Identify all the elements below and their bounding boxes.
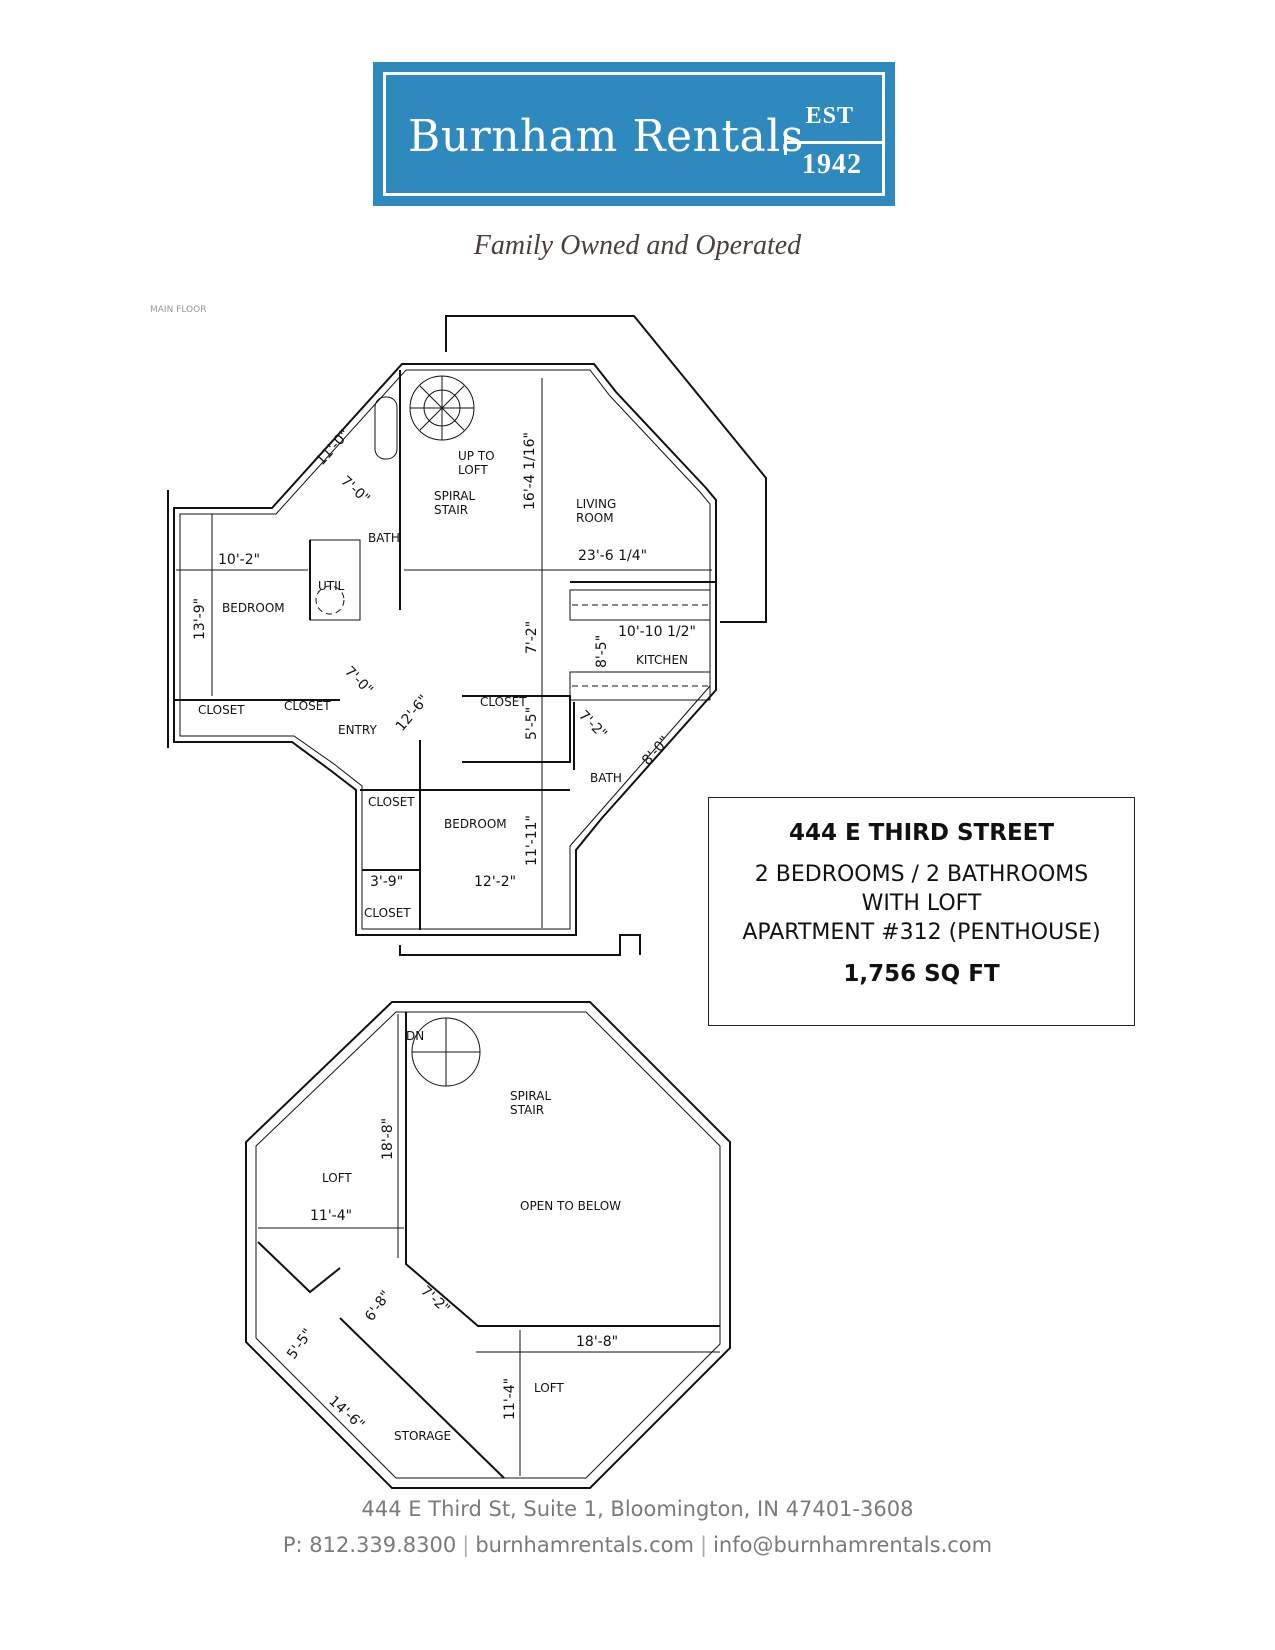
storage-wall [257, 1241, 341, 1294]
label-living: LIVING [576, 497, 616, 511]
company-logo: Burnham Rentals EST 1942 [373, 62, 895, 206]
open-to-below-edge [405, 1012, 720, 1327]
dimension: 11'-0" [313, 427, 353, 469]
dimension: 7'-2" [524, 621, 540, 654]
dimension: 3'-9" [370, 874, 403, 890]
label-bath: BATH [590, 771, 622, 785]
label-bedroom: BEDROOM [222, 601, 285, 615]
label-stair: STAIR [434, 503, 468, 517]
label-open-to-below: OPEN TO BELOW [520, 1199, 621, 1213]
bathtub [374, 396, 398, 460]
dimension: 10'-2" [218, 552, 260, 568]
footer-website-link[interactable]: burnhamrentals.com [475, 1533, 694, 1557]
loft-outline-inner [255, 1011, 721, 1479]
kitchen-counter [569, 671, 711, 701]
dimension: 11'-11" [524, 815, 540, 866]
footer-email-link[interactable]: info@burnhamrentals.com [713, 1533, 993, 1557]
dimension: 11'-4" [502, 1378, 518, 1420]
dimension: 7'-2" [417, 1283, 452, 1317]
dimension: 18'-8" [380, 1118, 396, 1160]
dimension: 8'-5" [594, 635, 610, 668]
property-address: 444 E THIRD STREET [788, 820, 1055, 846]
label-stair: STAIR [510, 1103, 544, 1117]
dimension: 10'-10 1/2" [618, 624, 696, 640]
label-spiral: SPIRAL [510, 1089, 551, 1103]
label-up-to: UP TO [458, 449, 495, 463]
main-outline [173, 363, 717, 936]
label-entry: ENTRY [338, 723, 377, 737]
water-heater [315, 585, 345, 615]
storage-wall [339, 1317, 505, 1479]
footer-contact: P: 812.339.8300|burnhamrentals.com|info@… [0, 1533, 1275, 1557]
balcony-rail [399, 934, 641, 956]
logo-year: 1942 [802, 149, 862, 180]
label-closet: CLOSET [364, 906, 411, 920]
apartment-number: APARTMENT #312 (PENTHOUSE) [742, 920, 1101, 945]
label-room: ROOM [576, 511, 614, 525]
logo-brand-name: Burnham Rentals [408, 111, 804, 162]
dimension: 7'-2" [575, 708, 610, 743]
dimension: 16'-4 1/16" [522, 432, 538, 510]
logo-est: EST [805, 103, 854, 129]
dimension: 8'-0" [639, 733, 673, 768]
logo-border: Burnham Rentals EST 1942 [383, 72, 885, 196]
loft-outline [245, 1001, 731, 1489]
main-floor-plan: MAIN FLOOR UP TO LOFT SPIRAL [150, 305, 767, 956]
label-closet: CLOSET [198, 703, 245, 717]
dimension: 5'-5" [524, 707, 540, 740]
separator: | [462, 1533, 470, 1557]
kitchen-counter [569, 589, 711, 621]
dimension: 7'-0" [337, 473, 372, 507]
label-storage: STORAGE [394, 1429, 451, 1443]
label-spiral: SPIRAL [434, 489, 475, 503]
property-info-box: 444 E THIRD STREET 2 BEDROOMS / 2 BATHRO… [708, 797, 1135, 1026]
label-bedroom: BEDROOM [444, 817, 507, 831]
footer-phone: P: 812.339.8300 [282, 1533, 457, 1557]
deck-outline [445, 315, 767, 623]
util-closet [309, 539, 361, 621]
beds-baths: 2 BEDROOMS / 2 BATHROOMS [754, 862, 1089, 887]
label-bath: BATH [368, 531, 400, 545]
dimension: 6'-8" [362, 1288, 394, 1324]
square-footage: 1,756 SQ FT [843, 961, 1000, 987]
tagline: Family Owned and Operated [473, 230, 802, 261]
closet-wall [462, 695, 571, 763]
dimension: 12'-6" [393, 692, 432, 735]
label-closet: CLOSET [480, 695, 527, 709]
footer-address: 444 E Third St, Suite 1, Bloomington, IN… [361, 1497, 914, 1521]
label-util: UTIL [318, 579, 345, 593]
dimension: 7'-0" [341, 664, 376, 699]
stair-tread [419, 385, 465, 431]
dimension: 12'-2" [474, 874, 516, 890]
label-closet: CLOSET [368, 795, 415, 809]
label-closet: CLOSET [284, 699, 331, 713]
label-loft: LOFT [534, 1381, 564, 1395]
separator: | [699, 1533, 708, 1557]
logo-divider [784, 141, 882, 144]
loft-floor-plan: DN SPIRAL STAIR LOFT OPEN TO BELOW LOFT … [245, 1001, 731, 1489]
main-floor-header: MAIN FLOOR [150, 305, 206, 315]
dimension: 13'-9" [192, 598, 208, 640]
label-loft: LOFT [458, 463, 488, 477]
label-dn: DN [406, 1029, 424, 1043]
loft-note: WITH LOFT [861, 891, 982, 916]
label-loft: LOFT [322, 1171, 352, 1185]
label-kitchen: KITCHEN [636, 653, 688, 667]
dimension: 18'-8" [576, 1334, 618, 1350]
dimension: 11'-4" [310, 1208, 352, 1224]
main-outline-inner [179, 369, 711, 930]
dimension: 5'-5" [284, 1326, 316, 1362]
dimension: 23'-6 1/4" [578, 548, 647, 564]
